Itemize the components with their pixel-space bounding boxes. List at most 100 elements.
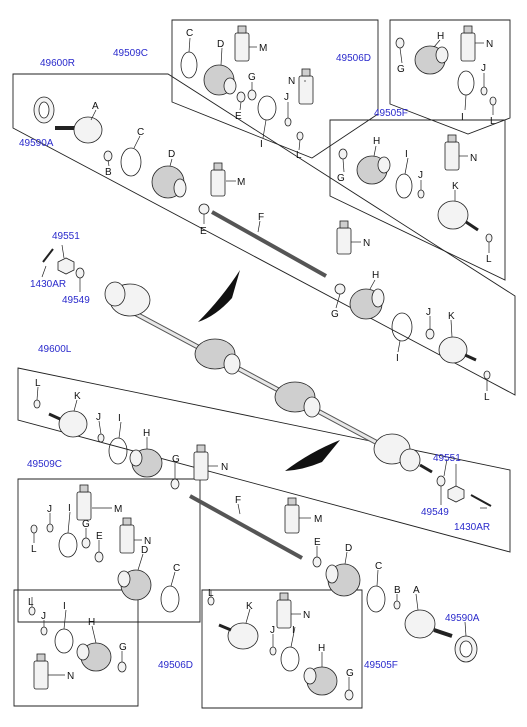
clamp-band-icon xyxy=(457,70,475,96)
cotter-pin-icon xyxy=(42,248,54,263)
circlip-icon xyxy=(485,233,493,243)
label-h: H xyxy=(88,617,95,628)
frame-49505f-bottom xyxy=(201,589,363,709)
grease-tube-icon xyxy=(284,497,300,534)
part-number-49600l: 49600L xyxy=(38,344,72,355)
label-c: C xyxy=(173,563,180,574)
label-h: H xyxy=(437,31,444,42)
label-g: G xyxy=(337,173,345,184)
clamp-band-icon xyxy=(257,95,277,121)
boot-icon xyxy=(194,338,241,375)
label-f: F xyxy=(235,495,241,506)
inner-boot-icon xyxy=(129,448,163,478)
snap-ring-icon xyxy=(269,646,277,656)
axle-shaft-icon xyxy=(211,210,327,278)
frame-49506d-bottom xyxy=(13,589,139,707)
label-a: A xyxy=(92,101,99,112)
part-number-49600r: 49600R xyxy=(40,58,75,69)
frame-49600l xyxy=(17,367,511,553)
label-l: L xyxy=(208,588,214,599)
part-number-49506d-lower: 49506D xyxy=(158,660,193,671)
label-m: M xyxy=(314,514,322,525)
tripod-housing-icon xyxy=(437,200,479,232)
frame-49506d-top xyxy=(389,19,511,135)
part-number-49590a-upper: 49590A xyxy=(19,138,54,149)
clamp-band-icon xyxy=(58,532,78,558)
label-h: H xyxy=(373,136,380,147)
label-m: M xyxy=(114,504,122,515)
boot-icon xyxy=(274,381,321,418)
label-k: K xyxy=(452,181,459,192)
part-number-49505f-upper: 49505F xyxy=(374,108,408,119)
axle-shaft-icon xyxy=(189,494,303,560)
label-i: I xyxy=(292,625,295,636)
label-n: N xyxy=(67,671,74,682)
label-n: N xyxy=(486,39,493,50)
frame-49505f-top xyxy=(329,119,506,281)
small-clamp-icon xyxy=(334,283,346,295)
label-d: D xyxy=(141,545,148,556)
part-number-49549-lower: 49549 xyxy=(421,507,449,518)
label-c: C xyxy=(137,127,144,138)
grease-tube-icon xyxy=(210,162,226,197)
label-d: D xyxy=(345,543,352,554)
label-k: K xyxy=(448,311,455,322)
part-letter-labels: A B C D M E F N G H I J K L C D M E G N … xyxy=(28,28,496,682)
small-clamp-icon xyxy=(94,551,104,563)
label-j: J xyxy=(418,170,423,181)
tripod-housing-icon xyxy=(438,336,477,364)
circlip-icon xyxy=(489,96,497,106)
circlip-icon xyxy=(28,606,36,616)
label-l: L xyxy=(490,116,496,127)
label-g: G xyxy=(248,72,256,83)
label-j: J xyxy=(96,412,101,423)
label-j: J xyxy=(426,307,431,318)
label-b: B xyxy=(105,167,112,178)
clamp-band-icon xyxy=(395,173,413,199)
label-i: I xyxy=(68,503,71,514)
label-i: I xyxy=(118,413,121,424)
boot-icon xyxy=(203,64,237,96)
small-clamp-icon xyxy=(344,689,354,701)
small-clamp-icon xyxy=(247,89,257,101)
label-l: L xyxy=(484,392,490,403)
inner-boot-icon xyxy=(349,288,385,320)
small-clamp-icon xyxy=(117,661,127,673)
part-number-labels: 49600R 49590A 49509C 49506D 49505F 49551… xyxy=(19,48,490,671)
small-clamp-icon xyxy=(170,478,180,490)
label-l: L xyxy=(31,544,37,555)
small-clamp-icon xyxy=(338,148,348,160)
boot-icon xyxy=(151,165,187,199)
label-g: G xyxy=(397,64,405,75)
clamp-band-icon xyxy=(280,646,300,672)
label-l: L xyxy=(35,378,41,389)
washer-icon xyxy=(436,475,446,487)
label-j: J xyxy=(481,63,486,74)
part-number-1430ar-lower: 1430AR xyxy=(454,522,490,533)
bearing-ring-icon xyxy=(454,635,478,663)
clamp-band-icon xyxy=(391,312,413,342)
inner-boot-icon xyxy=(303,666,338,696)
label-k: K xyxy=(74,391,81,402)
bearing-ring-icon xyxy=(33,96,55,124)
label-n: N xyxy=(303,610,310,621)
frame-49509c-top xyxy=(171,19,379,159)
label-f: F xyxy=(258,212,264,223)
part-number-49590a-lower: 49590A xyxy=(445,613,480,624)
clamp-band-icon xyxy=(180,51,198,79)
grease-tube-icon xyxy=(336,220,352,255)
grease-tube-icon xyxy=(33,653,49,690)
snap-ring-icon xyxy=(417,189,425,199)
label-i: I xyxy=(461,112,464,123)
castle-nut-icon xyxy=(57,257,75,275)
snap-ring-icon xyxy=(97,433,105,443)
clamp-band-icon xyxy=(54,628,74,654)
part-number-49551-lower: 49551 xyxy=(433,453,461,464)
label-e: E xyxy=(96,531,103,542)
grease-tube-icon xyxy=(234,25,250,62)
label-l: L xyxy=(296,150,302,161)
label-n: N xyxy=(288,76,295,87)
snap-ring-icon xyxy=(46,523,54,533)
grease-tube-icon xyxy=(76,484,92,521)
section-divider-arrow xyxy=(285,440,340,471)
